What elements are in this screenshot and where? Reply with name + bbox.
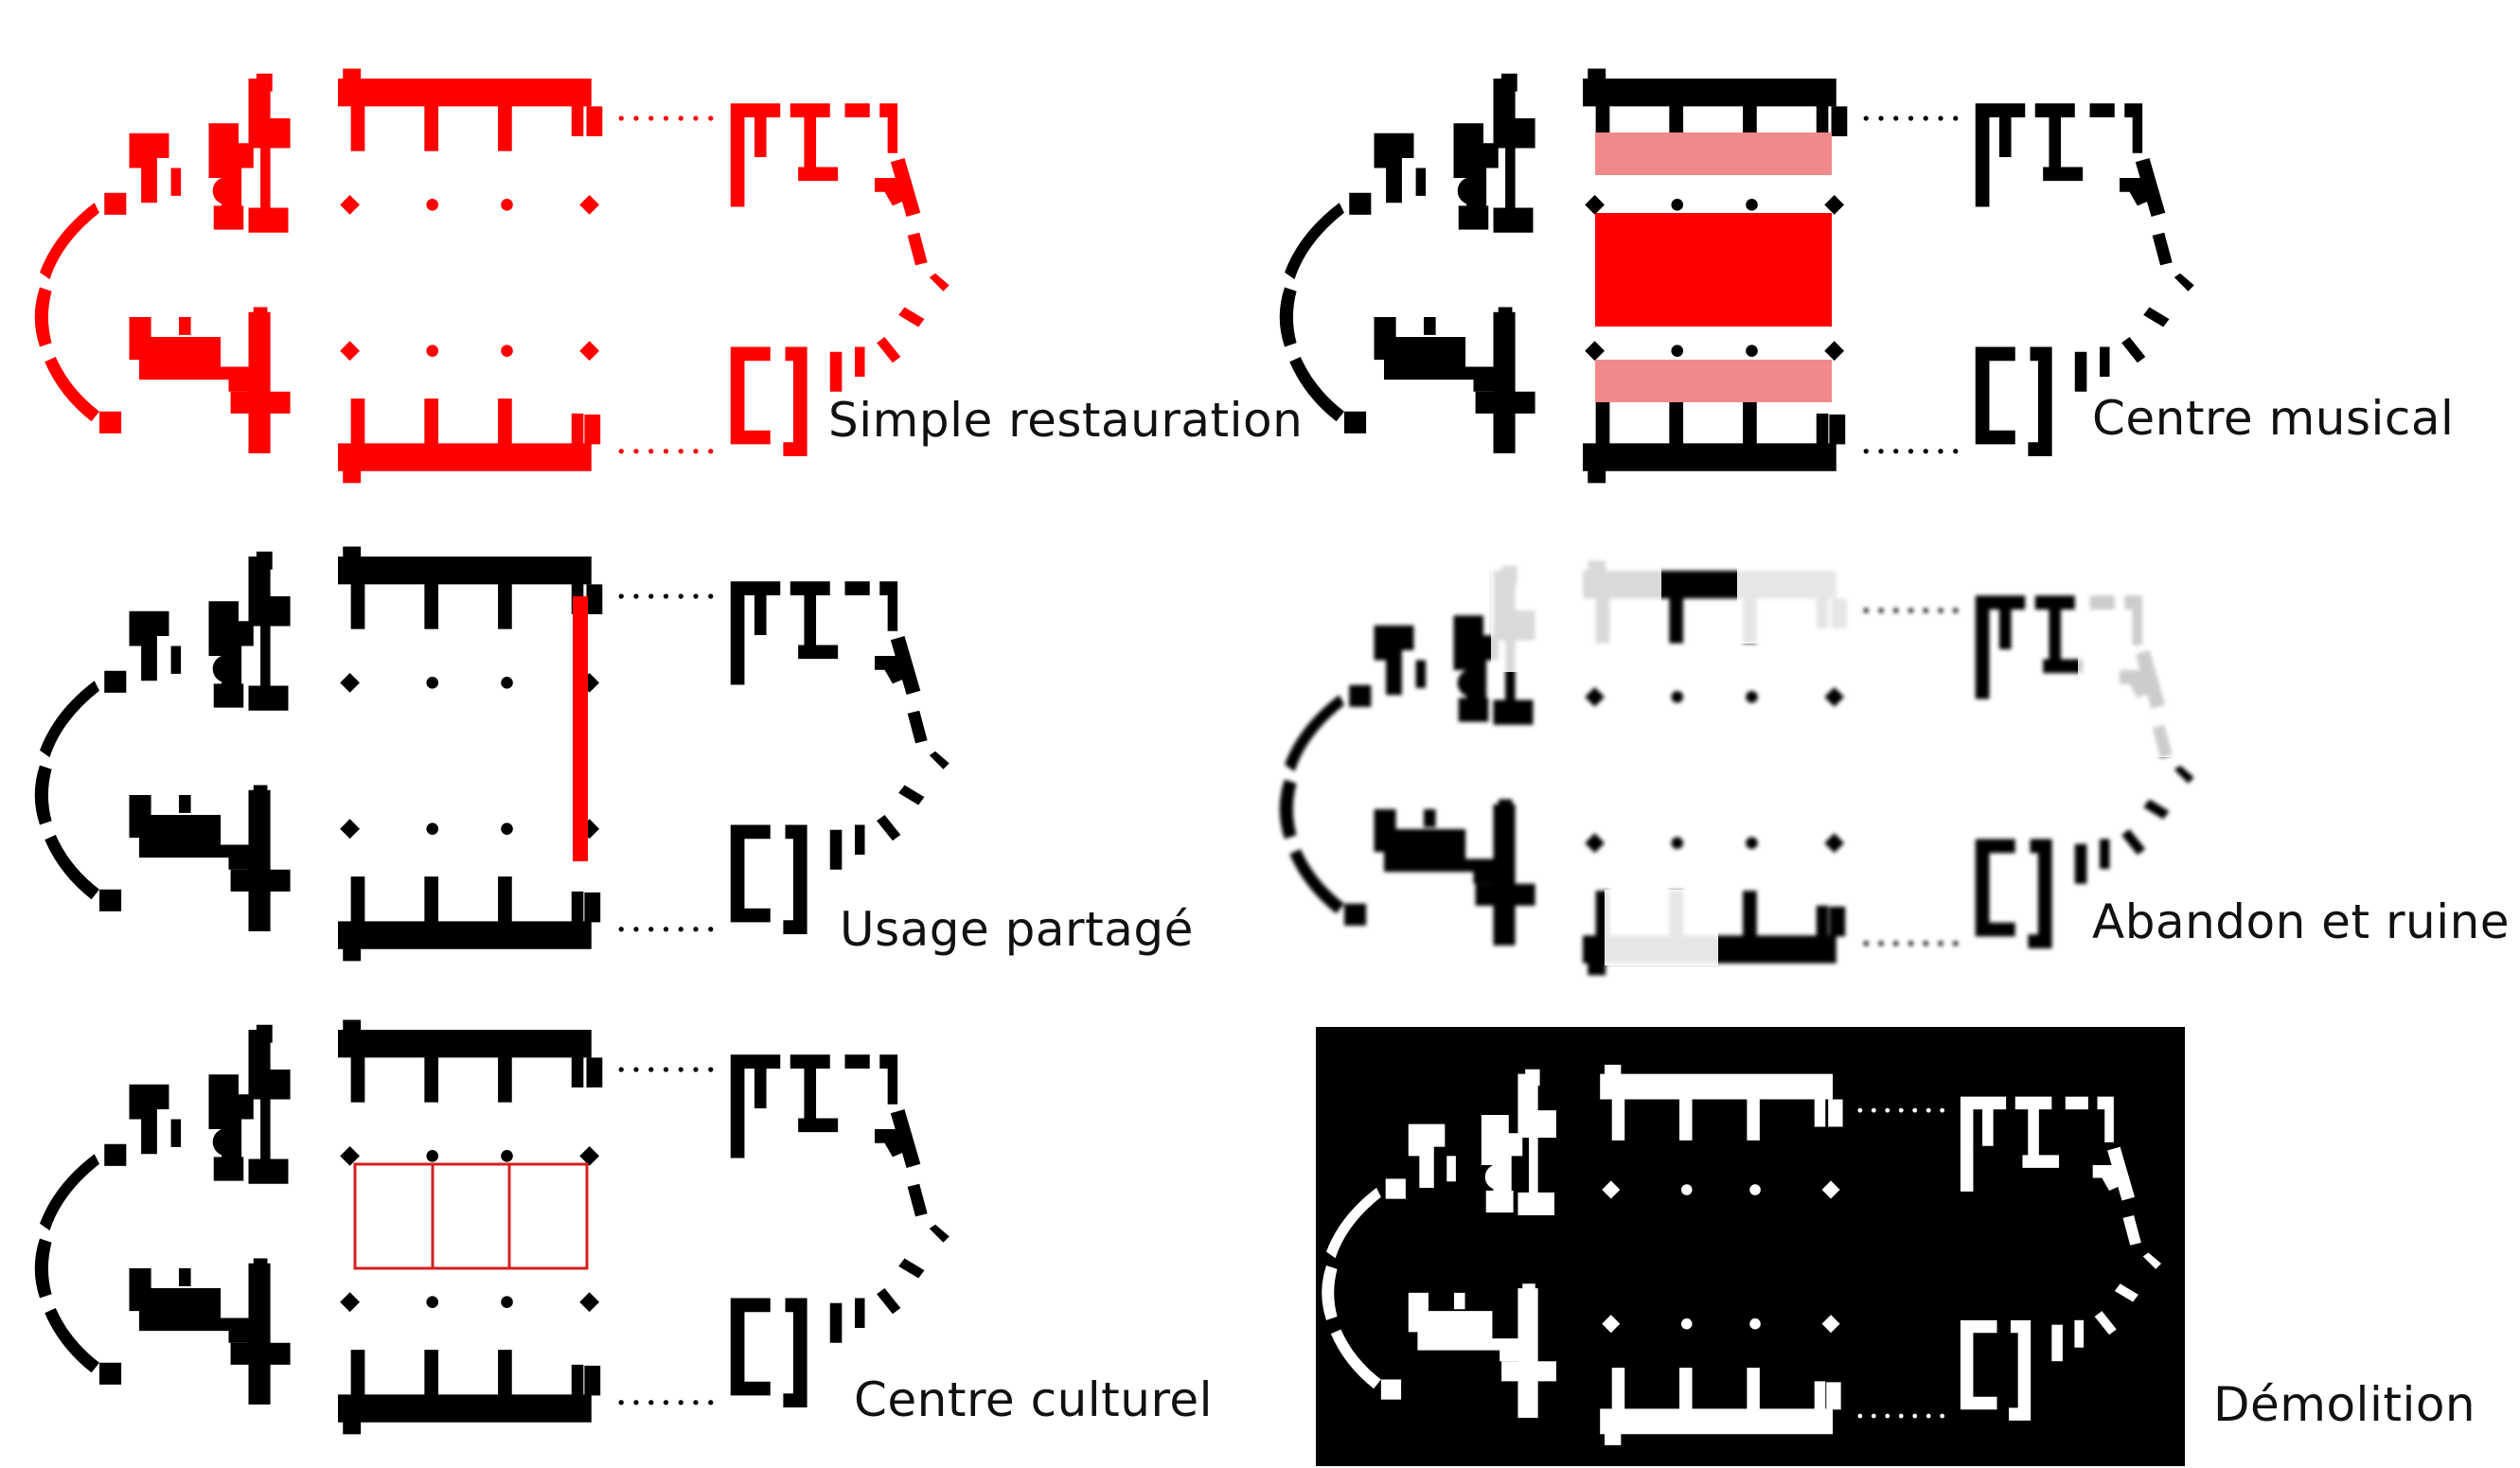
- divider-wall: [573, 596, 588, 861]
- church-plan-partage: [34, 546, 949, 962]
- church-plan-demolition: [1322, 1064, 2161, 1445]
- erased-zone-1: [1491, 549, 1661, 672]
- church-plan-ruine: [1279, 549, 2194, 976]
- church-plan-musical: [1279, 68, 2194, 484]
- cultural-rooms: [353, 1162, 589, 1270]
- lower-band: [1595, 360, 1832, 402]
- erased-zone-2: [1737, 549, 1851, 644]
- caption-demolition: Démolition: [2213, 1377, 2476, 1432]
- erased-zone-4: [1605, 890, 1718, 965]
- church-plan-culturel: [34, 1019, 949, 1435]
- panel-demolition: [1316, 1027, 2185, 1466]
- caption-centre-culturel: Centre culturel: [854, 1372, 1214, 1427]
- caption-centre-musical: Centre musical: [2092, 391, 2455, 446]
- erased-zone-5: [1851, 757, 1964, 833]
- caption-simple-restauration: Simple restauration: [828, 393, 1304, 448]
- church-plan-restauration: [34, 68, 949, 484]
- center-block: [1595, 213, 1832, 327]
- erased-zone-3: [2078, 568, 2192, 757]
- caption-usage-partage: Usage partagé: [840, 902, 1194, 957]
- caption-abandon-ruine: Abandon et ruine: [2092, 894, 2511, 949]
- upper-band: [1595, 133, 1832, 175]
